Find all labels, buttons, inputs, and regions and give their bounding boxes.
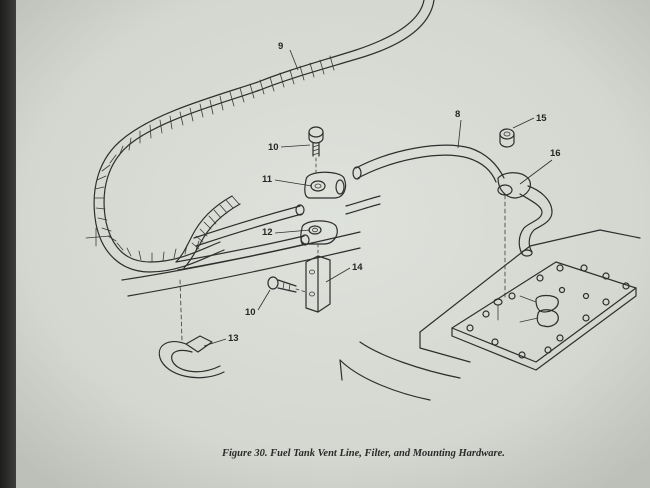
callout-labels: 9 8 15 16 10 11 12 14 10 13 [203,41,561,347]
callout-15: 15 [536,113,547,124]
callout-14: 14 [352,262,363,273]
item-16-filter [497,172,553,301]
diagram-page [16,0,650,488]
callout-11: 11 [262,174,273,185]
item-10-bolt-lower [267,276,307,293]
exploded-parts-diagram [85,0,641,401]
callout-13: 13 [228,333,239,344]
callout-10-upper: 10 [268,142,279,153]
item-14-bracket [305,243,331,313]
convoluted-hose-branch [175,195,241,269]
callout-16: 16 [550,148,561,159]
callout-10-lower: 10 [245,307,256,318]
callout-12: 12 [262,227,273,238]
item-10-screw-upper [308,126,324,173]
vehicle-body-outline [85,227,641,401]
item-13-clip [158,279,225,379]
item-15-nut [499,128,515,148]
figure-caption: Figure 30. Fuel Tank Vent Line, Filter, … [221,448,505,459]
callout-9: 9 [278,41,283,52]
item-9-hose [93,0,435,273]
callout-8: 8 [455,109,460,120]
item-11-clamp [304,171,347,199]
item-8-vent-line [352,144,505,183]
mounting-plate [451,261,637,371]
